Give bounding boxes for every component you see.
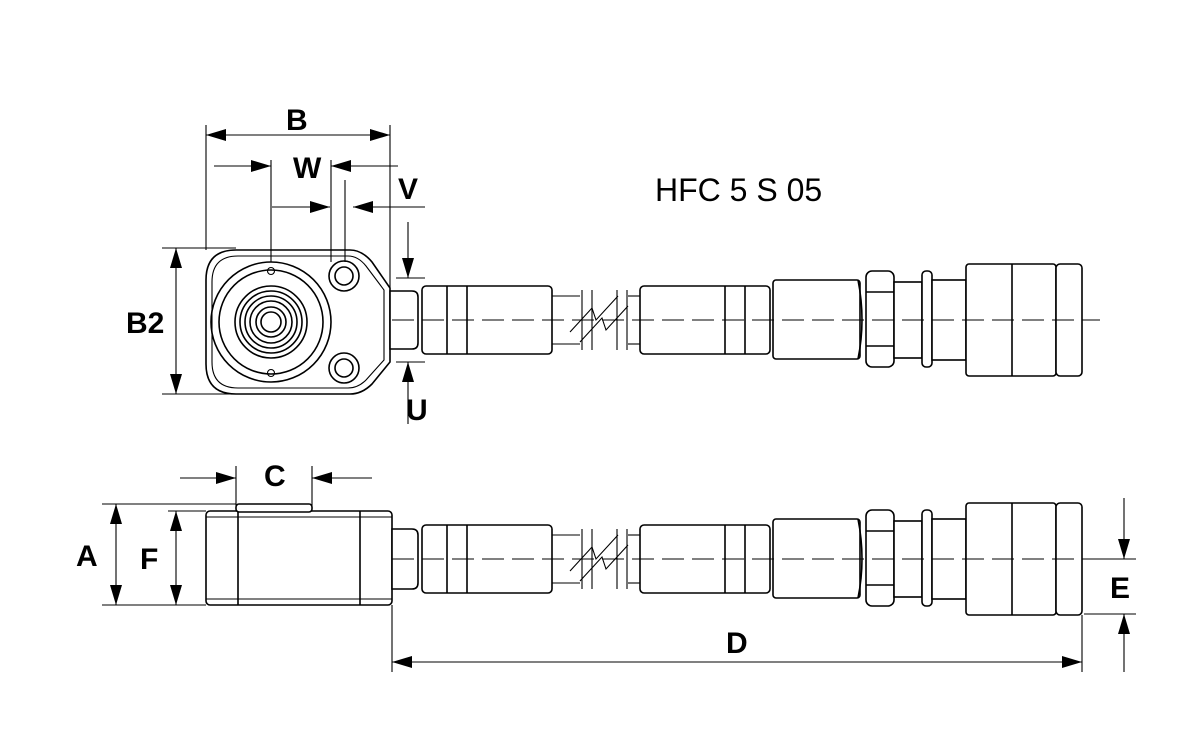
cylinder-body-top xyxy=(205,249,391,395)
label-B2: B2 xyxy=(126,307,164,340)
plunger-top xyxy=(210,261,332,383)
label-C: C xyxy=(264,460,286,493)
label-B: B xyxy=(286,104,308,137)
dimension-C: C xyxy=(180,460,372,506)
label-A: A xyxy=(76,540,98,573)
side-view: C A F D xyxy=(76,460,1136,672)
cylinder-body-side xyxy=(205,510,393,606)
dimension-V: V xyxy=(272,173,425,262)
label-U: U xyxy=(406,394,428,427)
mounting-hole-lower xyxy=(328,352,360,384)
dimension-F: F xyxy=(140,510,206,605)
label-V: V xyxy=(398,173,418,206)
dimension-D: D xyxy=(391,605,1083,672)
model-title: HFC 5 S 05 xyxy=(655,172,822,208)
dimension-W: W xyxy=(214,152,398,262)
label-W: W xyxy=(293,152,322,185)
dimension-E: E xyxy=(1084,498,1136,672)
dimension-A: A xyxy=(76,503,236,606)
dimension-U: U xyxy=(396,222,428,427)
label-E: E xyxy=(1110,572,1130,605)
mounting-hole-upper xyxy=(328,260,360,292)
label-D: D xyxy=(726,627,748,660)
label-F: F xyxy=(140,543,158,576)
dimension-B2: B2 xyxy=(126,247,236,395)
top-view: B W V B2 xyxy=(126,104,1100,427)
plunger-side xyxy=(235,503,313,513)
